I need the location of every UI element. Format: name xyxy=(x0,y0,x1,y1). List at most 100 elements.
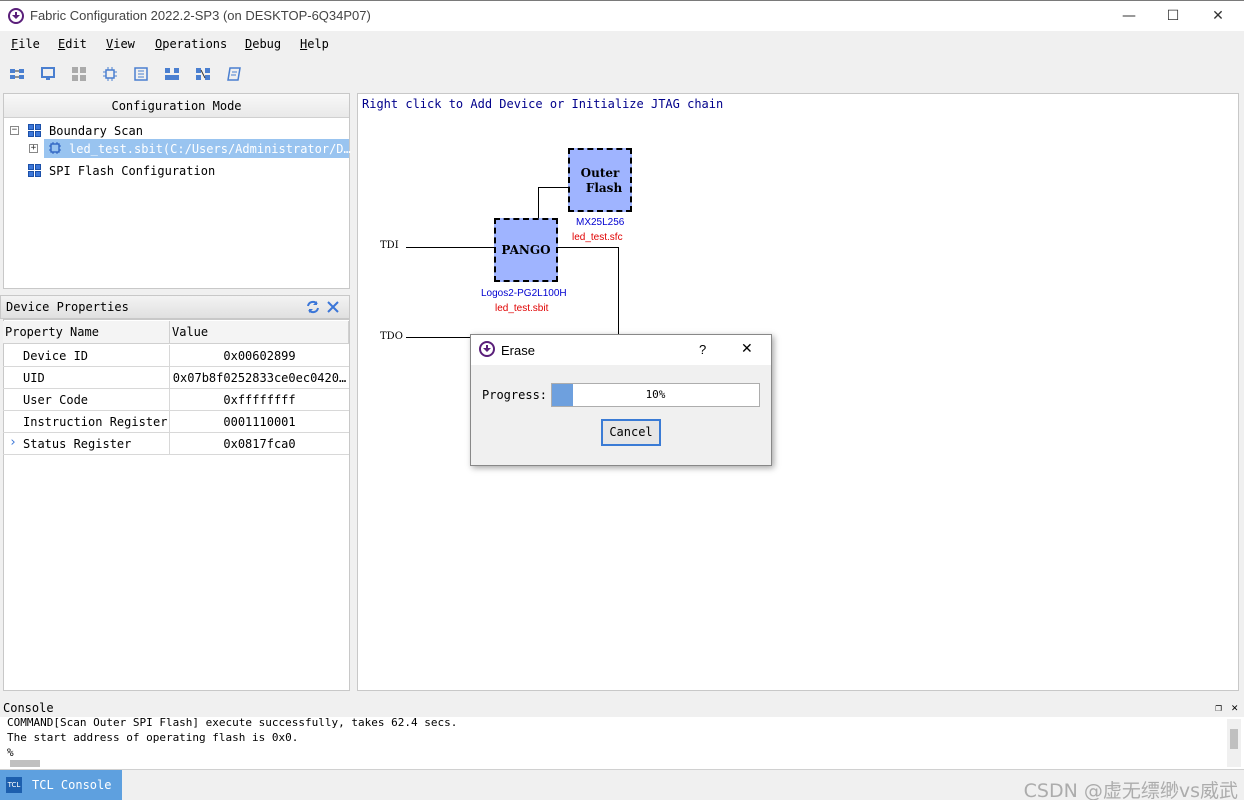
flash-device-name: MX25L256 xyxy=(576,217,625,228)
list-icon[interactable] xyxy=(133,66,149,82)
menu-debug[interactable]: Debug xyxy=(245,37,282,51)
device-properties-header: Device Properties xyxy=(0,295,350,319)
column-header-property-name[interactable]: Property Name xyxy=(3,321,170,344)
tree-item-label: Boundary Scan xyxy=(49,124,143,138)
property-name: Device ID xyxy=(3,345,170,367)
table-row[interactable]: UID 0x07b8f0252833ce0ec0420… xyxy=(3,367,349,389)
menu-bar: File Edit View Operations Debug Help xyxy=(0,31,1244,58)
toolbar xyxy=(0,58,1244,90)
chain-icon[interactable] xyxy=(164,66,180,82)
configuration-mode-header: Configuration Mode xyxy=(4,94,349,118)
tab-label: TCL Console xyxy=(32,778,112,792)
console-line: % xyxy=(7,746,14,759)
grid-icon[interactable] xyxy=(71,66,87,82)
fpga-label: PANGO xyxy=(501,243,551,257)
tree-item-boundary-scan[interactable]: − Boundary Scan xyxy=(4,121,344,141)
flash-wire-vertical xyxy=(538,187,539,218)
flash-label-line1: Outer xyxy=(580,166,620,180)
tdi-label: TDI xyxy=(380,240,399,251)
tree-item-label: led_test.sbit(C:/Users/Administrator/D… xyxy=(69,142,351,156)
table-row[interactable]: Device ID 0x00602899 xyxy=(3,345,349,367)
console-title: Console xyxy=(3,701,54,715)
property-value: 0x00602899 xyxy=(223,349,296,363)
bitstream-file-icon xyxy=(49,142,61,154)
chain-alt-icon[interactable] xyxy=(195,66,211,82)
tdo-wire xyxy=(406,337,518,338)
title-bar: Fabric Configuration 2022.2-SP3 (on DESK… xyxy=(0,0,1244,31)
fpga-device-name: Logos2-PG2L100H xyxy=(481,288,567,299)
canvas-hint: Right click to Add Device or Initialize … xyxy=(362,97,724,111)
close-panel-icon[interactable] xyxy=(327,301,339,313)
console-close-icon[interactable]: ✕ xyxy=(1231,701,1238,714)
property-value: 0x07b8f0252833ce0ec0420… xyxy=(172,371,347,385)
tdi-wire xyxy=(406,247,495,248)
dialog-app-icon xyxy=(479,341,495,357)
console-h-scrollbar[interactable] xyxy=(10,760,40,767)
progress-label: Progress: xyxy=(482,388,548,402)
bottom-tab-bar: TCL TCL Console xyxy=(0,769,1244,800)
menu-view[interactable]: View xyxy=(106,37,135,51)
tree-item-label: SPI Flash Configuration xyxy=(49,164,216,178)
help-button[interactable]: ? xyxy=(699,342,707,357)
dialog-title-bar: Erase ? ✕ xyxy=(471,335,771,365)
console-scrollbar[interactable] xyxy=(1227,719,1241,767)
maximize-button[interactable]: ☐ xyxy=(1166,8,1180,24)
table-row[interactable]: › Status Register 0x0817fca0 xyxy=(3,433,349,455)
fpga-out-wire-vertical xyxy=(618,247,619,335)
menu-file[interactable]: File xyxy=(11,37,40,51)
fpga-out-wire xyxy=(557,247,619,248)
property-name: User Code xyxy=(3,389,170,411)
progress-bar: 10% xyxy=(551,383,760,407)
undock-icon[interactable]: ❐ xyxy=(1215,701,1222,714)
column-header-value[interactable]: Value xyxy=(170,321,349,344)
spi-flash-icon xyxy=(28,164,42,178)
tcl-icon: TCL xyxy=(6,777,22,793)
boundary-scan-icon xyxy=(28,124,42,138)
app-logo-icon xyxy=(8,8,24,24)
configuration-mode-panel: Configuration Mode − Boundary Scan + led… xyxy=(3,93,351,289)
tree-item-spi-flash-configuration[interactable]: SPI Flash Configuration xyxy=(4,161,344,181)
property-name: UID xyxy=(3,367,170,389)
property-value: 0001110001 xyxy=(223,415,296,429)
property-value: 0x0817fca0 xyxy=(223,437,296,451)
property-name: Instruction Register xyxy=(3,411,170,433)
property-name: Status Register xyxy=(3,433,170,455)
menu-help[interactable]: Help xyxy=(300,37,329,51)
console-panel: Console ❐ ✕ COMMAND[Scan Outer SPI Flash… xyxy=(0,699,1244,769)
expand-row-icon[interactable]: › xyxy=(9,435,17,450)
monitor-icon[interactable] xyxy=(40,66,56,82)
property-value: 0xffffffff xyxy=(223,393,296,407)
menu-operations[interactable]: Operations xyxy=(155,37,228,51)
cancel-button[interactable]: Cancel xyxy=(601,419,661,446)
tdo-label: TDO xyxy=(380,331,403,342)
progress-fill xyxy=(552,384,573,406)
console-line: The start address of operating flash is … xyxy=(7,731,299,744)
scan-chain-icon[interactable] xyxy=(9,66,25,82)
refresh-icon[interactable] xyxy=(306,300,320,314)
collapse-icon[interactable]: − xyxy=(10,125,19,135)
tree-item-led-test-sbit[interactable]: + led_test.sbit(C:/Users/Administrator/D… xyxy=(24,138,351,158)
minimize-button[interactable]: — xyxy=(1122,8,1136,24)
console-header: Console ❐ ✕ xyxy=(0,699,1244,717)
outer-flash-device[interactable]: Outer Flash xyxy=(568,148,632,212)
erase-dialog: Erase ? ✕ Progress: 10% Cancel xyxy=(470,334,772,466)
tab-tcl-console[interactable]: TCL TCL Console xyxy=(0,770,122,800)
expand-icon[interactable]: + xyxy=(29,143,38,153)
flash-label-line2: Flash xyxy=(585,181,623,195)
fpga-device[interactable]: PANGO xyxy=(494,218,558,282)
chip-icon[interactable] xyxy=(102,66,118,82)
book-icon[interactable] xyxy=(226,66,242,82)
table-row[interactable]: User Code 0xffffffff xyxy=(3,389,349,411)
console-line: COMMAND[Scan Outer SPI Flash] execute su… xyxy=(7,716,458,729)
dialog-title: Erase xyxy=(501,343,535,358)
menu-edit[interactable]: Edit xyxy=(58,37,87,51)
flash-file-name: led_test.sfc xyxy=(572,232,623,243)
table-row[interactable]: Instruction Register 0001110001 xyxy=(3,411,349,433)
progress-text: 10% xyxy=(645,388,666,401)
dialog-close-button[interactable]: ✕ xyxy=(741,341,753,357)
close-button[interactable]: ✕ xyxy=(1212,8,1224,24)
device-properties-title: Device Properties xyxy=(6,300,129,314)
window-title: Fabric Configuration 2022.2-SP3 (on DESK… xyxy=(30,8,371,23)
fpga-file-name: led_test.sbit xyxy=(495,303,549,314)
watermark: CSDN @虚无缥缈vs威武 xyxy=(1023,780,1238,800)
